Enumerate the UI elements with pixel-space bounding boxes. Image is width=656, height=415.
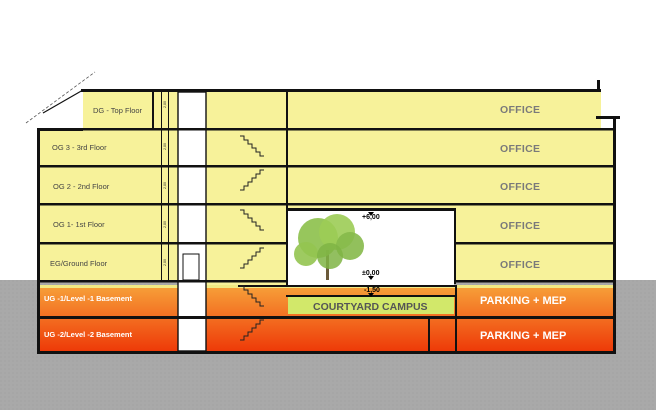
elevation-low: -1,50: [364, 287, 380, 294]
office-label-3: OFFICE: [500, 143, 540, 155]
height-ground: 2,80: [163, 259, 167, 266]
elevation-markers: [368, 212, 374, 297]
basement-label-1: UG -1/Level -1 Basement: [44, 294, 132, 303]
height-top: 2,80: [163, 101, 167, 108]
height-3: 2,80: [163, 143, 167, 150]
floors-mid-fill: [206, 130, 286, 285]
courtyard-band: [288, 297, 454, 314]
floor-label-3: OG 3 - 3rd Floor: [52, 143, 107, 152]
office-label-ground: OFFICE: [500, 259, 540, 271]
elevation-ground: ±0,00: [362, 270, 380, 277]
floor-label-ground: EG/Ground Floor: [50, 259, 108, 268]
floor-label-1: OG 1- 1st Floor: [53, 220, 105, 229]
floor-label-top: DG - Top Floor: [93, 106, 143, 115]
stairs: [240, 135, 264, 341]
basement-label-2: UG -2/Level -2 Basement: [44, 330, 132, 339]
parking-label-1: PARKING + MEP: [480, 295, 566, 307]
office-label-top: OFFICE: [500, 104, 540, 116]
elevator: [182, 253, 200, 281]
courtyard-label: COURTYARD CAMPUS: [313, 301, 428, 313]
slabs: [37, 80, 620, 354]
tree-icon: [294, 214, 364, 280]
height-2: 2,80: [163, 182, 167, 189]
height-1: 2,80: [163, 221, 167, 228]
core-shaft: [177, 91, 207, 352]
office-label-1: OFFICE: [500, 220, 540, 232]
roof-line: [25, 71, 96, 124]
floors-right-fill: [286, 130, 616, 208]
floor-label-2: OG 2 - 2nd Floor: [53, 182, 110, 191]
office-label-2: OFFICE: [500, 181, 540, 193]
top-floor-fill: [83, 92, 601, 128]
parking-label-2: PARKING + MEP: [480, 330, 566, 342]
elevation-top: +6,00: [362, 214, 380, 221]
